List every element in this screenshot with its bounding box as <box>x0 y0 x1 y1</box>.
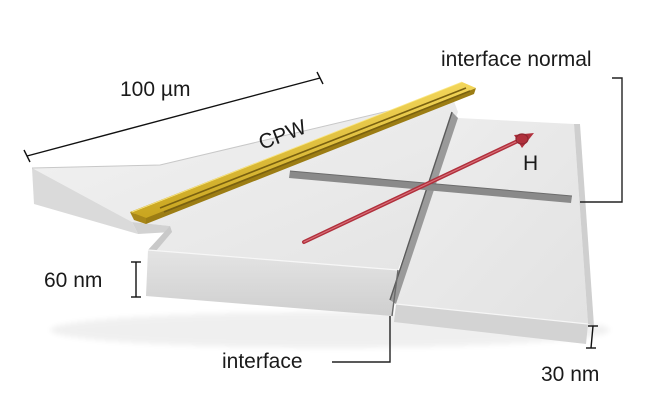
field-arrow <box>302 133 534 244</box>
label-interface: interface <box>222 350 303 373</box>
interface-leader <box>332 316 391 363</box>
interface-step <box>389 111 458 317</box>
cpw-highlight <box>131 81 463 213</box>
label-interface-normal: interface normal <box>441 48 592 71</box>
dimension-thick <box>131 261 141 298</box>
thick-film-side-back <box>32 168 138 234</box>
label-thin-film: 30 nm <box>541 363 599 386</box>
interface-step-face <box>390 112 458 304</box>
thin-film-edge-front <box>395 303 589 325</box>
thin-film-side-right <box>574 124 594 326</box>
thick-film-notch <box>132 222 172 234</box>
field-arrow-head <box>514 133 534 148</box>
cpw-end-cap <box>130 212 146 224</box>
cpw-waveguide <box>130 81 476 224</box>
label-length: 100 µm <box>120 78 190 101</box>
thick-film-edge-front <box>147 249 399 271</box>
thick-film-edge-back <box>31 95 453 169</box>
thin-film-side-front <box>394 304 588 344</box>
thin-film-top <box>396 118 588 324</box>
cpw-slot-lower <box>163 90 471 213</box>
normal-bar-shape <box>289 171 572 203</box>
thin-film-block <box>394 118 594 344</box>
dimension-length-line <box>26 77 321 157</box>
interface-line-lower <box>391 269 399 317</box>
dimension-length <box>23 71 324 163</box>
cpw-slot-upper <box>159 87 467 209</box>
dimension-length-tick-left <box>23 149 31 163</box>
dimension-thin <box>586 325 598 349</box>
field-arrow-highlight <box>303 138 523 243</box>
dimension-length-tick-right <box>316 71 324 85</box>
label-field: H <box>523 152 538 175</box>
dimension-thin-line <box>590 325 594 349</box>
interface-line <box>389 111 453 301</box>
interface-normal-leader <box>580 77 623 203</box>
thick-film-side-front <box>146 250 398 316</box>
label-thick-film: 60 nm <box>44 269 102 292</box>
cpw-top <box>130 82 476 218</box>
field-arrow-tip-ring <box>515 133 529 145</box>
